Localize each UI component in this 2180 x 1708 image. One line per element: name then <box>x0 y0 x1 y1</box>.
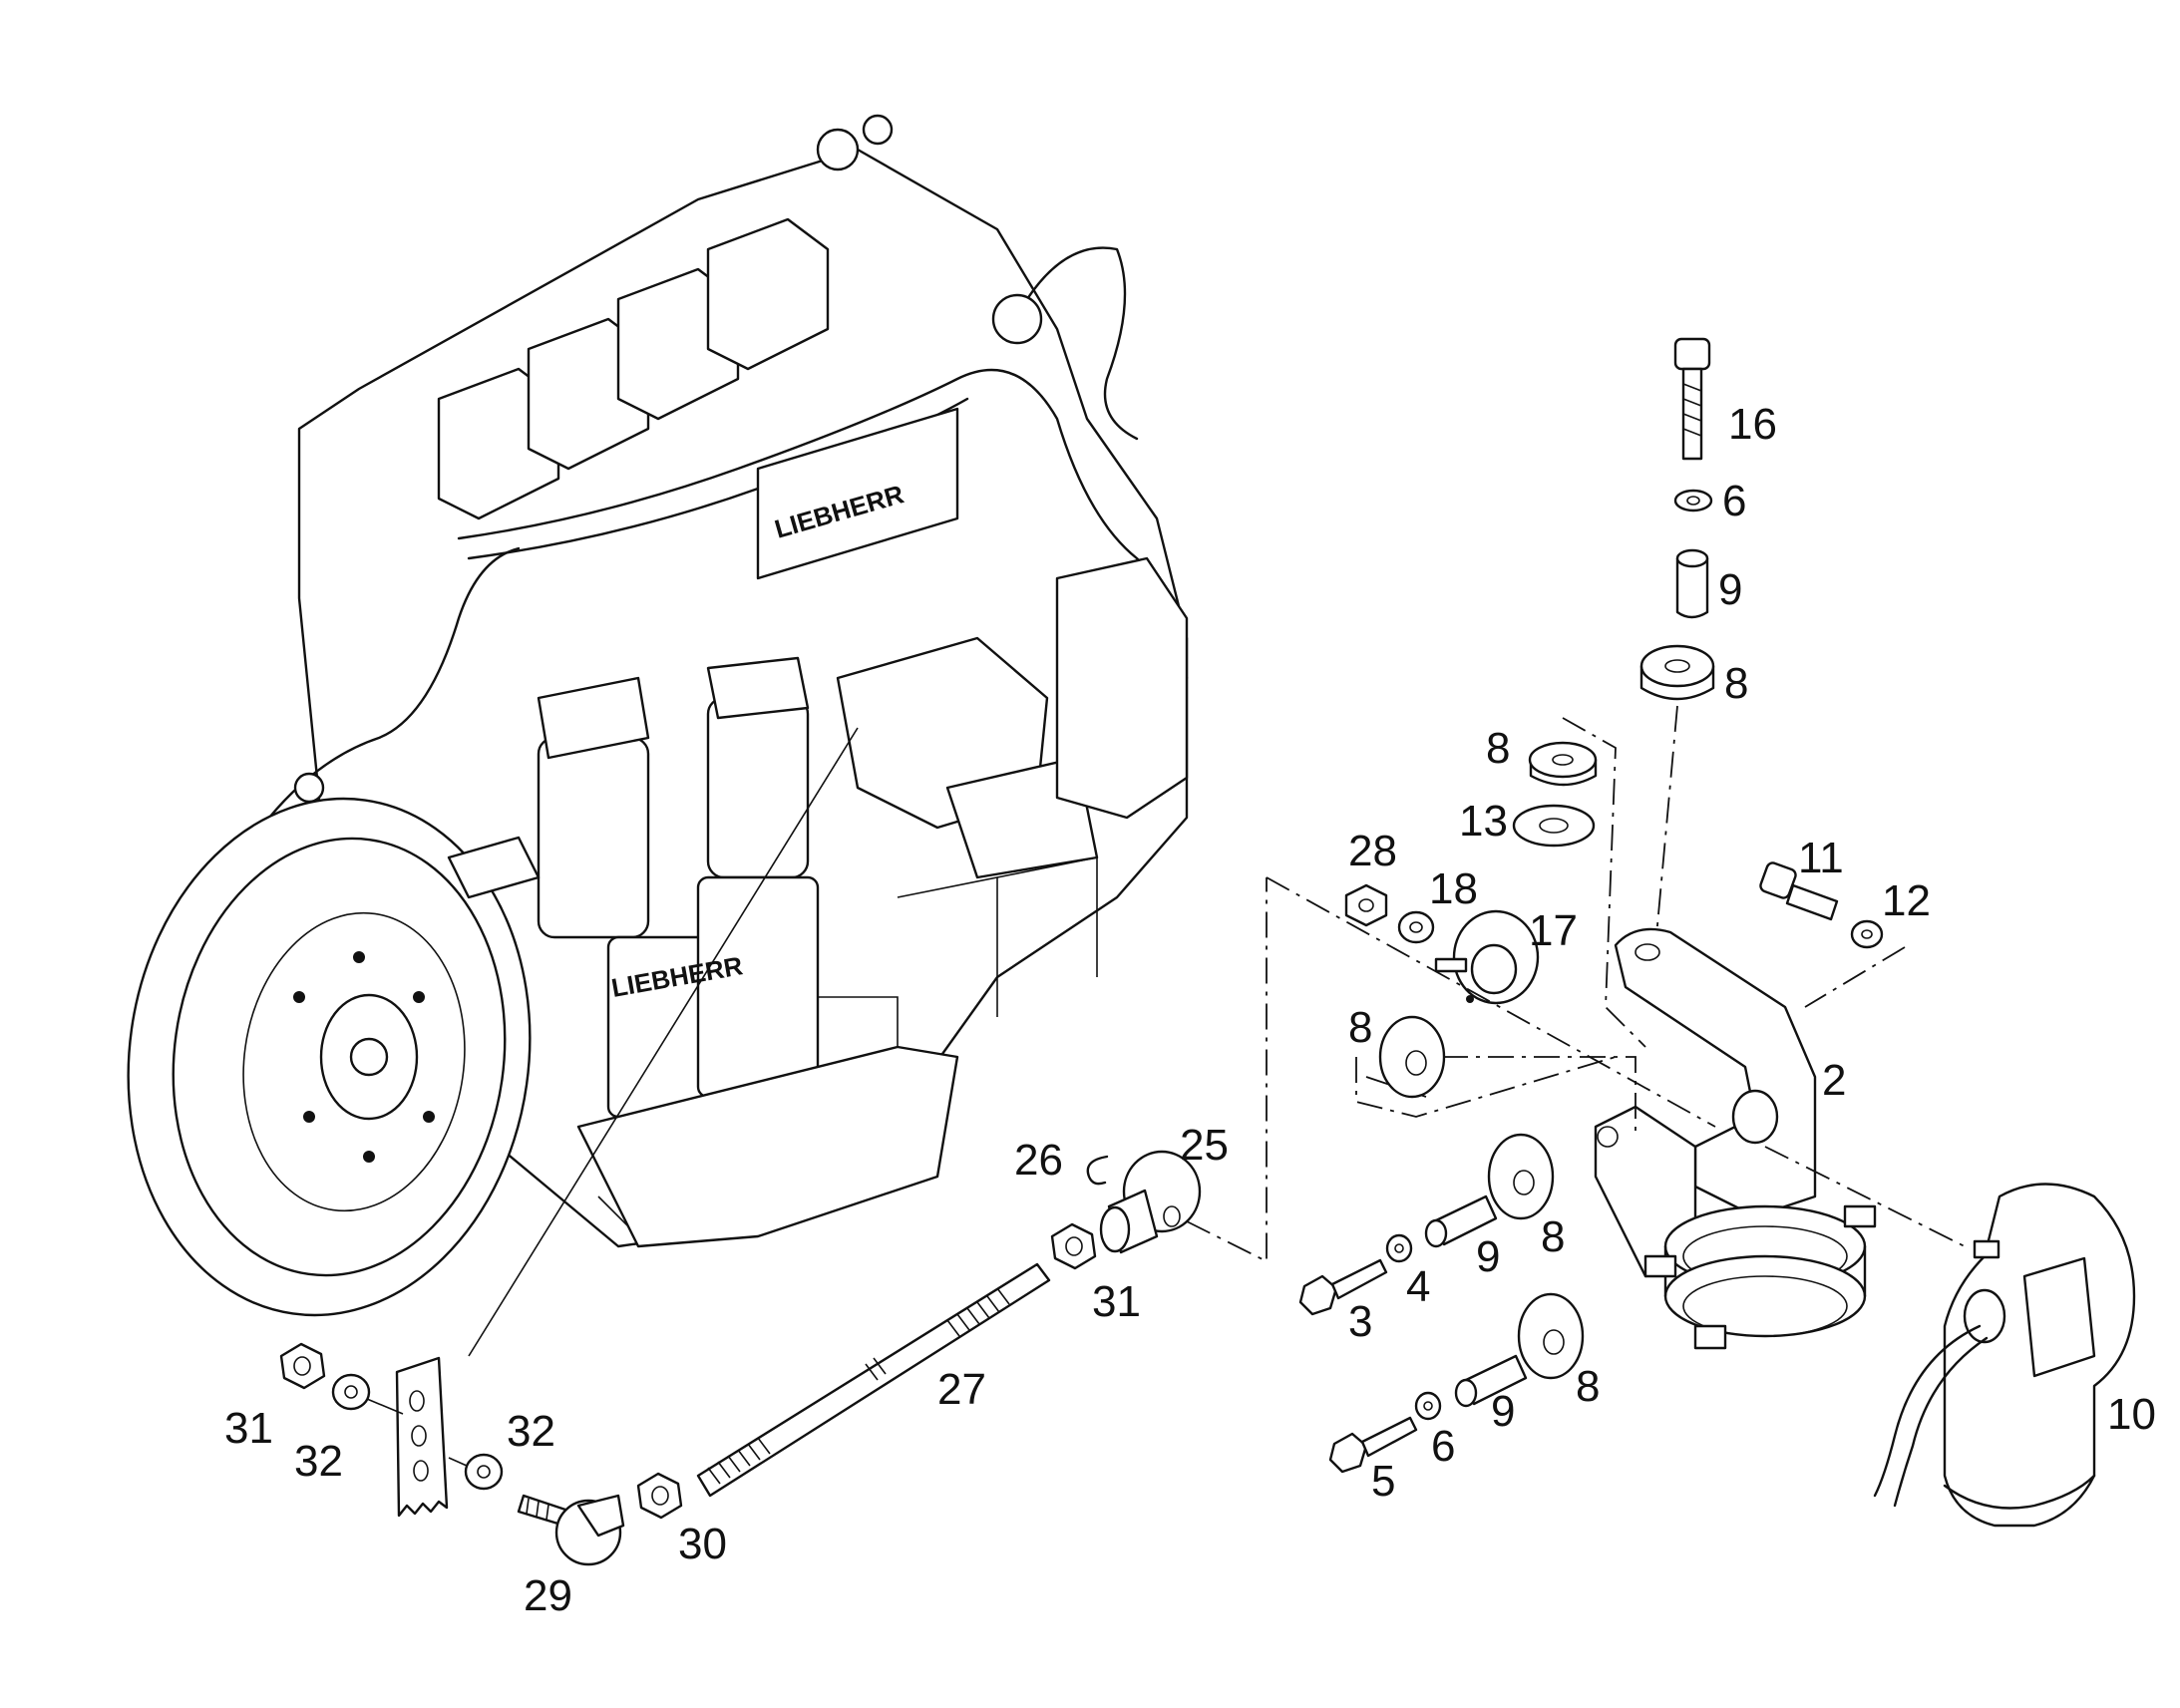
bushing-part-8-middle <box>1528 741 1598 787</box>
callout-18: 18 <box>1429 864 1478 913</box>
callout-10: 10 <box>2107 1390 2156 1439</box>
washer-part-32-left <box>331 1373 371 1411</box>
callout-9-upper: 9 <box>1718 565 1742 614</box>
callout-8-mid-right: 8 <box>1541 1212 1565 1261</box>
callout-17: 17 <box>1529 906 1578 955</box>
callout-29: 29 <box>524 1571 572 1620</box>
rod-end-part-25 <box>1099 1150 1202 1254</box>
washer-part-6-upper <box>1673 489 1713 512</box>
callout-2: 2 <box>1822 1056 1846 1105</box>
callout-11: 11 <box>1798 834 1844 882</box>
callout-26: 26 <box>1014 1136 1063 1185</box>
callout-5: 5 <box>1371 1457 1395 1506</box>
callout-31-upper: 31 <box>1092 1277 1141 1326</box>
nut-part-28 <box>1344 883 1388 927</box>
callout-16: 16 <box>1728 400 1777 449</box>
ball-stud-part-29 <box>517 1494 625 1566</box>
callout-8-upper: 8 <box>1724 659 1748 708</box>
sleeve-part-9-upper <box>1675 548 1709 619</box>
callout-32-right: 32 <box>507 1407 555 1456</box>
bolt-part-3 <box>1298 1258 1388 1316</box>
sensor-part-10 <box>1873 1183 2136 1528</box>
nut-part-31-lower <box>279 1342 326 1390</box>
bolt-part-11 <box>1759 861 1839 921</box>
washer-part-13 <box>1512 804 1596 848</box>
washer-part-32-right <box>464 1453 504 1491</box>
bushing-part-8-mid-right <box>1487 1133 1555 1220</box>
mounting-plate <box>395 1356 449 1518</box>
callout-8-middle: 8 <box>1486 724 1510 773</box>
bolt-part-16 <box>1673 337 1711 461</box>
callout-28: 28 <box>1348 827 1397 875</box>
callout-8-lower-right: 8 <box>1576 1362 1600 1411</box>
sleeve-part-9-lower <box>1454 1354 1528 1408</box>
bushing-part-8-lower-left <box>1378 1015 1446 1099</box>
callout-32-left: 32 <box>294 1437 343 1486</box>
callout-4: 4 <box>1406 1262 1430 1311</box>
washer-part-4 <box>1385 1233 1413 1263</box>
washer-part-12 <box>1850 919 1884 949</box>
callout-13: 13 <box>1459 797 1508 846</box>
washer-part-18 <box>1397 910 1435 944</box>
callout-6-upper: 6 <box>1722 477 1746 525</box>
callout-25: 25 <box>1180 1121 1229 1170</box>
callout-labels: 16 6 9 8 8 13 28 18 17 11 12 8 2 26 25 3… <box>224 400 2156 1620</box>
callout-12: 12 <box>1882 876 1931 925</box>
engine-assembly: LIEBHERR LIEBHERR <box>127 114 1189 1357</box>
callout-6-lower: 6 <box>1431 1422 1455 1471</box>
rubber-mount-part-17 <box>1434 909 1540 1005</box>
callout-3: 3 <box>1348 1297 1372 1346</box>
callout-9-lower: 9 <box>1491 1387 1515 1436</box>
callout-9-middle: 9 <box>1476 1232 1500 1281</box>
bushing-part-8-upper <box>1639 644 1715 701</box>
nut-part-30 <box>636 1472 683 1520</box>
sleeve-part-9-middle <box>1424 1195 1498 1248</box>
nut-part-31-upper <box>1050 1222 1097 1270</box>
callout-8-left: 8 <box>1348 1003 1372 1052</box>
callout-30: 30 <box>678 1520 727 1568</box>
bushing-part-8-lower-right <box>1517 1292 1585 1380</box>
circlip-part-26 <box>1086 1155 1109 1186</box>
bolt-part-5 <box>1328 1416 1418 1474</box>
clamp-assembly <box>1643 1204 1877 1350</box>
threaded-rod-part-27 <box>696 1262 1051 1498</box>
callout-31-lower: 31 <box>224 1404 273 1453</box>
washer-part-6-lower <box>1414 1391 1442 1421</box>
callout-27: 27 <box>937 1365 986 1414</box>
